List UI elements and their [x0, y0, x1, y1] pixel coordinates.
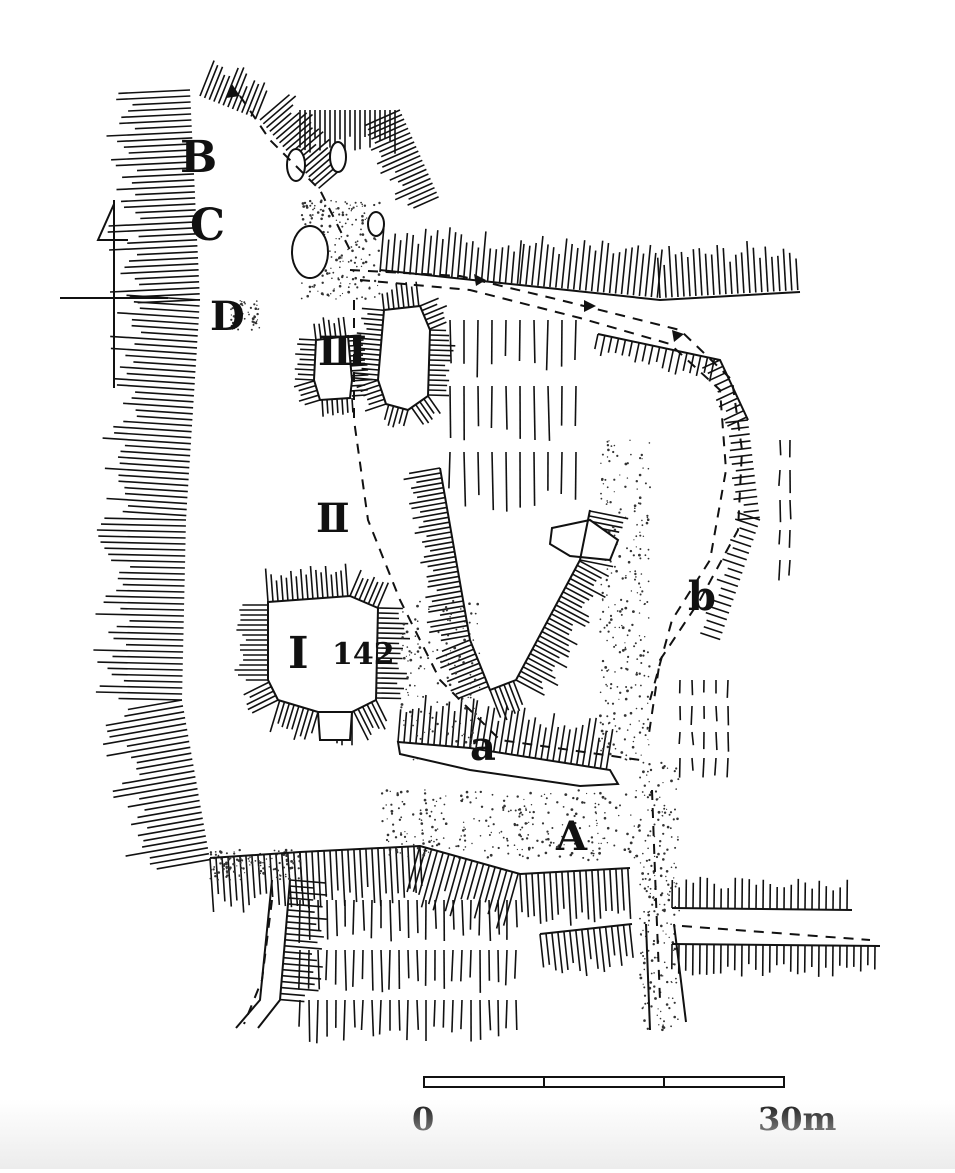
scale-bar-frame [424, 1077, 784, 1087]
enclosure-I-notch [318, 712, 352, 740]
bottom-fade [0, 1099, 955, 1169]
label-C: C [190, 200, 225, 251]
enclosure-outlines [268, 142, 618, 786]
elevation-label: 142 [332, 637, 395, 672]
track-south [652, 790, 660, 1000]
label-D: D [210, 293, 245, 340]
small-knoll-2 [330, 142, 346, 172]
label-III: Ⅲ [318, 328, 367, 375]
label-a: a [470, 723, 496, 770]
dashed-tracks [240, 96, 870, 1024]
arrow-icon [474, 274, 486, 286]
knoll-oval [292, 226, 328, 278]
label-A: A [555, 813, 588, 860]
label-b: b [688, 573, 716, 620]
track-east [682, 926, 870, 940]
arrow-icon [672, 330, 684, 342]
arrow-icon [584, 300, 596, 312]
small-knoll-3 [368, 212, 384, 236]
north-arrow-icon [60, 200, 168, 388]
upper-platform-outline [378, 306, 430, 410]
small-knoll-1 [287, 149, 305, 181]
label-I: I [288, 628, 309, 679]
label-B: B [180, 132, 217, 183]
label-II: Ⅱ [316, 495, 350, 542]
